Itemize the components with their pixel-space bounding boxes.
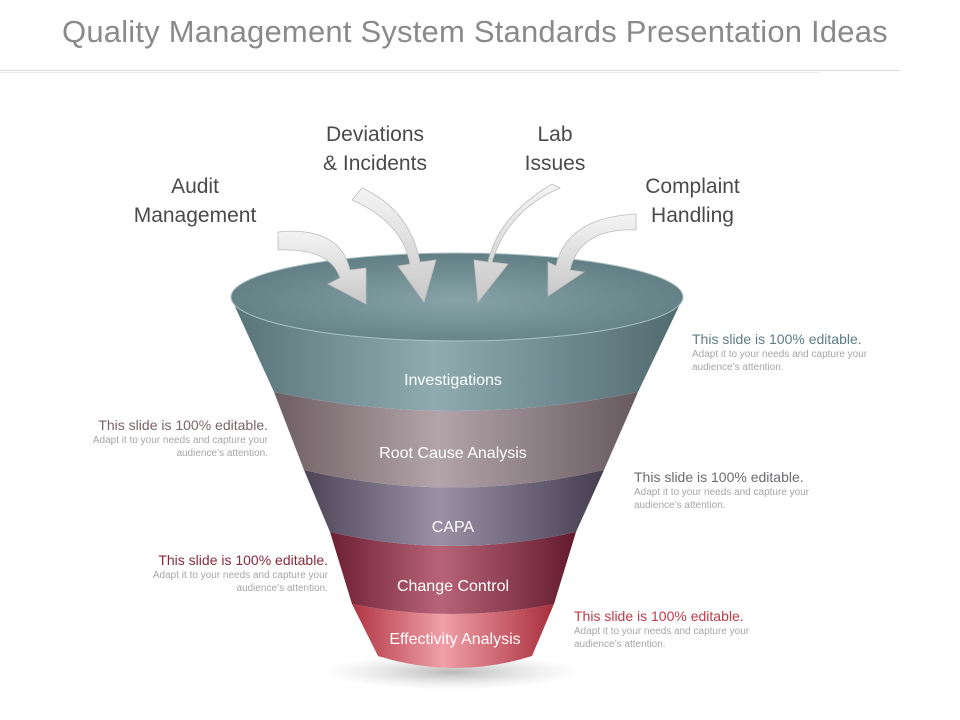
input-label-line: Complaint xyxy=(645,175,740,198)
arrow-deviations-incidents xyxy=(351,187,437,303)
input-label-line: Issues xyxy=(524,152,586,175)
stage-label-capa: CAPA xyxy=(432,519,475,536)
editable-note: This slide is 100% editable. Adapt it to… xyxy=(118,551,328,595)
input-label-line: Management xyxy=(133,204,257,227)
note-body: Adapt it to your needs and capture your … xyxy=(634,487,810,511)
funnel-stage-capa xyxy=(304,470,604,546)
input-label-line: Audit xyxy=(171,175,219,198)
stage-label-effectivity-analysis: Effectivity Analysis xyxy=(389,631,520,648)
funnel-stage-investigations xyxy=(232,300,682,411)
arrow-audit-management xyxy=(277,230,367,305)
title-divider xyxy=(0,70,900,71)
funnel-floor-shadow xyxy=(322,654,582,690)
note-body: Adapt it to your needs and capture your … xyxy=(92,435,268,459)
funnel-stage-change-control xyxy=(330,532,576,614)
note-body: Adapt it to your needs and capture your … xyxy=(152,570,328,594)
funnel-stage-root-cause-analysis xyxy=(274,392,638,488)
note-heading: This slide is 100% editable. xyxy=(634,469,804,485)
input-label-line: Lab xyxy=(537,123,573,146)
editable-note: This slide is 100% editable. Adapt it to… xyxy=(574,607,784,651)
funnel-top-rim xyxy=(231,253,683,341)
note-heading: This slide is 100% editable. xyxy=(158,552,328,568)
note-heading: This slide is 100% editable. xyxy=(574,608,744,624)
note-body: Adapt it to your needs and capture your … xyxy=(692,349,868,373)
note-heading: This slide is 100% editable. xyxy=(98,417,268,433)
note-heading: This slide is 100% editable. xyxy=(692,331,862,347)
stage-label-investigations: Investigations xyxy=(404,372,502,389)
title-divider-shadow xyxy=(0,72,820,73)
input-label-line: & Incidents xyxy=(323,152,427,175)
input-label-audit-management: Audit Management xyxy=(110,172,280,230)
funnel-stage-effectivity-analysis xyxy=(352,604,554,668)
input-label-complaint-handling: Complaint Handling xyxy=(615,172,770,230)
editable-note: This slide is 100% editable. Adapt it to… xyxy=(692,330,902,374)
input-label-deviations-incidents: Deviations & Incidents xyxy=(300,120,450,178)
slide-title: Quality Management System Standards Pres… xyxy=(62,14,888,49)
input-label-lab-issues: Lab Issues xyxy=(500,120,610,178)
editable-note: This slide is 100% editable. Adapt it to… xyxy=(58,416,268,460)
arrow-complaint-handling xyxy=(547,213,637,297)
input-label-line: Deviations xyxy=(325,123,425,146)
arrow-lab-issues xyxy=(473,183,561,304)
input-label-line: Handling xyxy=(651,204,734,227)
editable-note: This slide is 100% editable. Adapt it to… xyxy=(634,468,844,512)
stage-label-change-control: Change Control xyxy=(397,578,509,595)
funnel-top-rim-highlight xyxy=(230,252,684,342)
note-body: Adapt it to your needs and capture your … xyxy=(574,626,750,650)
stage-label-root-cause-analysis: Root Cause Analysis xyxy=(379,445,527,462)
